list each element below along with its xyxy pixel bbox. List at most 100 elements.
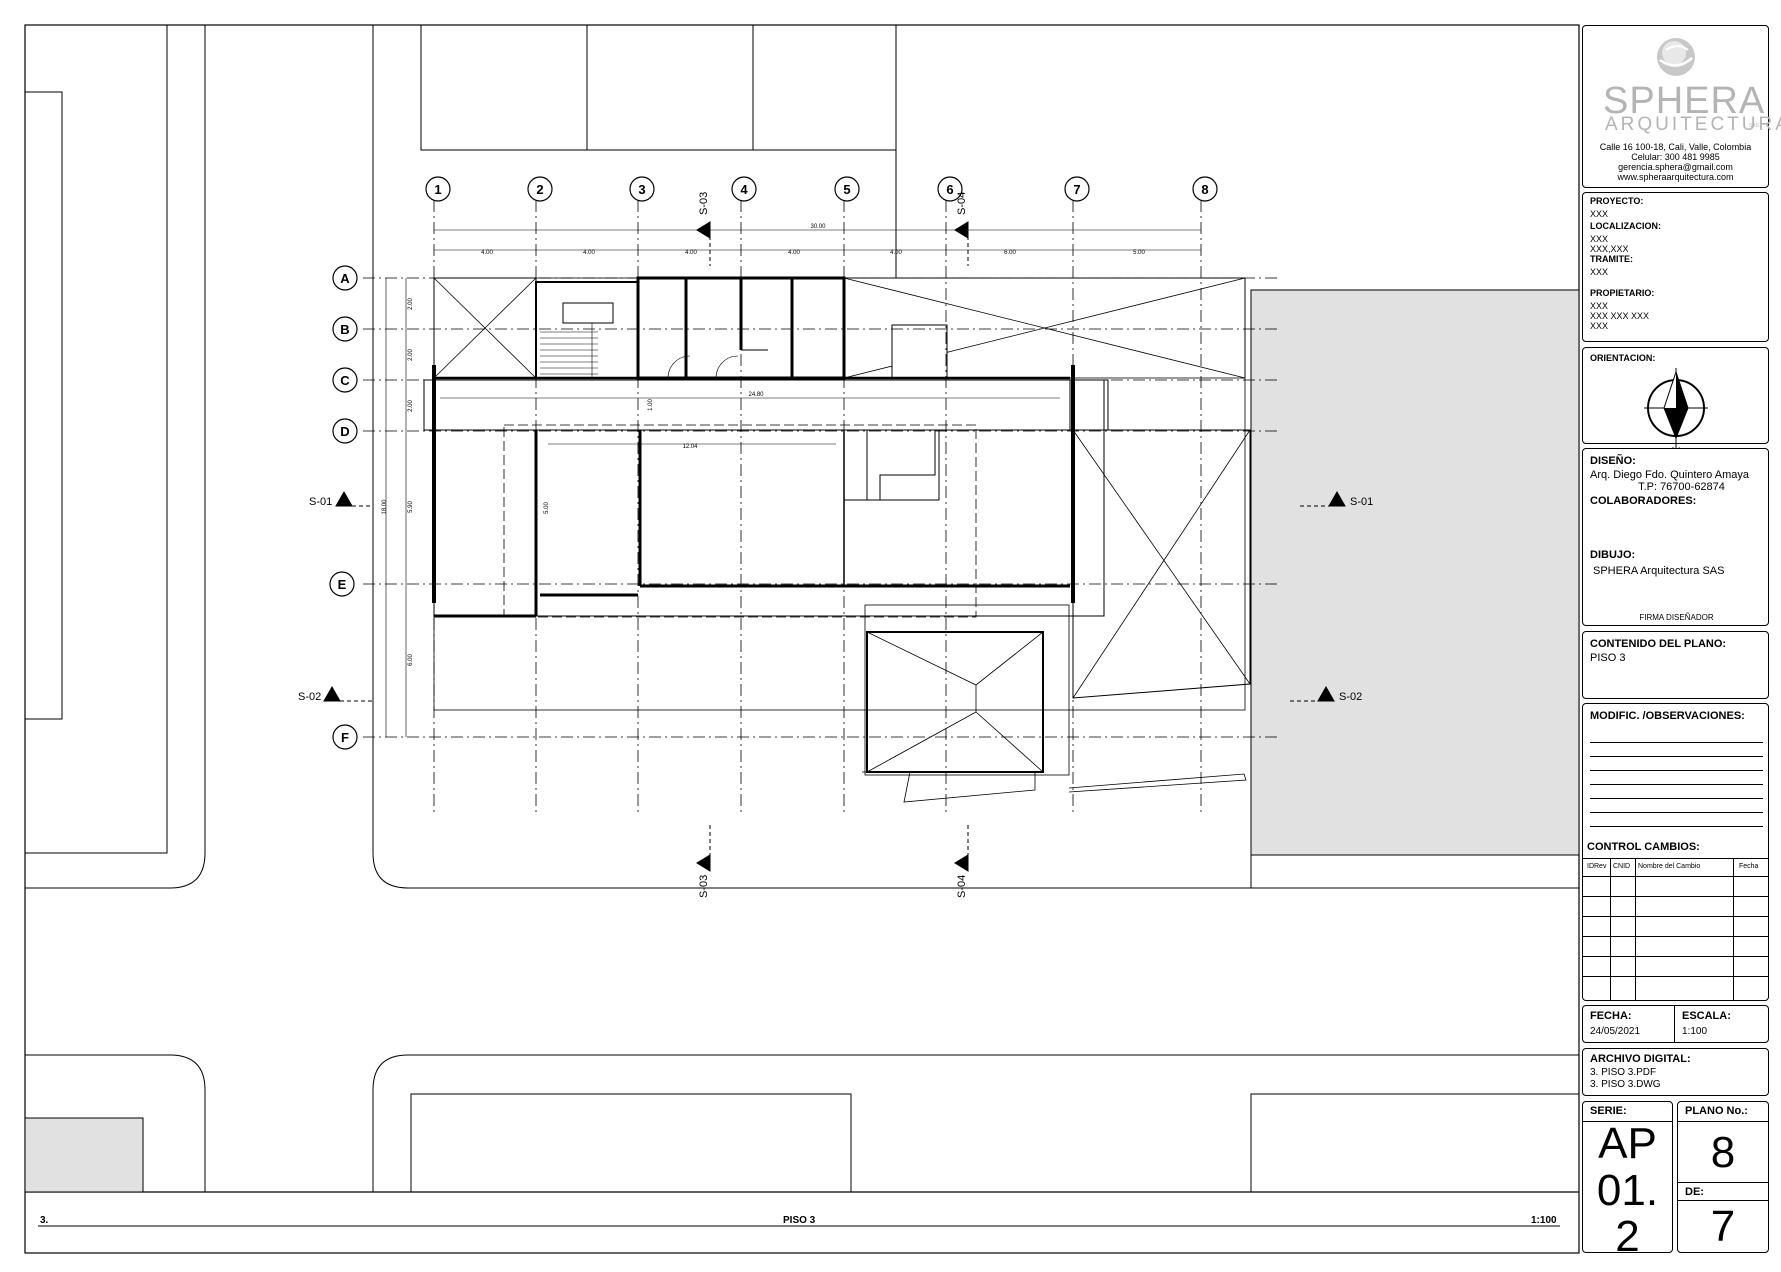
firm-phone: Celular: 300 481 9985 — [1631, 152, 1720, 162]
archivo-dwg: 3. PISO 3.DWG — [1590, 1079, 1661, 1090]
dim-inner-12: 12.04 — [682, 444, 698, 450]
adjacent-lot-left — [24, 1117, 144, 1193]
grid-row-d: D — [340, 424, 349, 439]
contenido-panel: CONTENIDO DEL PLANO: PISO 3 — [1582, 631, 1769, 699]
section-s02-left: S-02 — [298, 691, 321, 703]
adjacent-lot-right — [1250, 289, 1580, 856]
propietario-value-1: XXX — [1590, 301, 1609, 311]
dim-bay-3: 4.00 — [685, 250, 697, 256]
section-s04-top: S-04 — [956, 192, 968, 215]
dim-row-4: 5.90 — [408, 501, 414, 513]
serie-line-3: 2 — [1615, 1212, 1640, 1261]
grid-col-6: 6 — [946, 182, 953, 197]
grid-row-f: F — [341, 730, 349, 745]
contenido-label: CONTENIDO DEL PLANO: — [1590, 638, 1727, 650]
archivo-pdf: 3. PISO 3.PDF — [1590, 1067, 1657, 1078]
serie-panel: SERIE: AP 01. 2 — [1582, 1101, 1673, 1260]
control-cambios-label: CONTROL CAMBIOS: — [1587, 841, 1700, 853]
orientation-panel: ORIENTACION: N — [1582, 347, 1769, 459]
modific-panel: MODIFIC. /OBSERVACIONES: CONTROL CAMBIOS… — [1582, 703, 1769, 1001]
dim-inner-5: 5.00 — [544, 502, 550, 514]
design-panel: DISEÑO: Arq. Diego Fdo. Quintero Amaya T… — [1582, 448, 1769, 626]
escala-value: 1:100 — [1682, 1026, 1708, 1037]
dim-bay-5: 4.00 — [890, 250, 902, 256]
sphere-logo-icon — [1657, 38, 1695, 76]
dim-overall-width: 30.00 — [810, 224, 826, 230]
grid-bubbles — [329, 176, 1218, 750]
firm-sas: SAS — [1749, 123, 1760, 129]
diseno-label: DISEÑO: — [1590, 455, 1636, 467]
control-col-cnid: CNID — [1613, 863, 1631, 870]
drawing-number: 3. — [40, 1215, 49, 1226]
archivo-label: ARCHIVO DIGITAL: — [1590, 1053, 1691, 1065]
dim-row-1: 2.00 — [408, 298, 414, 310]
section-labels: S-01 S-01 S-02 S-02 S-03 S-04 S-03 S-04 — [298, 192, 1373, 898]
modific-label: MODIFIC. /OBSERVACIONES: — [1590, 710, 1745, 722]
dim-bay-1: 4.00 — [481, 250, 493, 256]
section-s03-bottom: S-03 — [698, 875, 710, 898]
dim-inner-24: 24.80 — [748, 392, 764, 398]
propietario-label: PROPIETARIO: — [1590, 288, 1655, 298]
serie-line-1: AP — [1598, 1119, 1657, 1168]
proyecto-label: PROYECTO: — [1590, 196, 1644, 206]
serie-label: SERIE: — [1590, 1105, 1627, 1117]
dimension-text: 30.00 4.00 4.00 4.00 4.00 4.00 6.00 5.00… — [382, 224, 1145, 666]
firm-subtitle: ARQUITECTURA — [1605, 114, 1781, 135]
grid-col-3: 3 — [638, 182, 645, 197]
localizacion-value-2: XXX,XXX — [1590, 244, 1629, 254]
orientation-label: ORIENTACION: — [1590, 353, 1656, 363]
firm-web: www.spheraarquitectura.com — [1617, 172, 1734, 182]
dimension-lines — [385, 229, 1201, 737]
plano-total: 7 — [1710, 1202, 1736, 1251]
control-col-nombre: Nombre del Cambio — [1638, 863, 1701, 870]
drawing-name: PISO 3 — [783, 1215, 816, 1226]
tramite-label: TRAMITE: — [1590, 254, 1633, 264]
plano-de-label: DE: — [1685, 1186, 1704, 1198]
drawing-title: 3. PISO 3 1:100 — [40, 1215, 1557, 1226]
grid-labels: 1 2 3 4 5 6 7 8 A B C D E F — [338, 182, 1209, 745]
north-arrow-icon — [1644, 368, 1708, 448]
control-col-idrev: IDRev — [1587, 863, 1607, 870]
propietario-value-3: XXX — [1590, 321, 1609, 331]
escala-label: ESCALA: — [1682, 1010, 1731, 1022]
dim-inner-1: 1.00 — [648, 399, 654, 411]
dim-row-5: 6.00 — [408, 654, 414, 666]
designer-tp: T.P: 76700-62874 — [1638, 481, 1725, 493]
grid-col-8: 8 — [1201, 182, 1208, 197]
propietario-value-2: XXX XXX XXX — [1590, 311, 1650, 321]
section-s01-left: S-01 — [309, 496, 332, 508]
localizacion-value-1: XXX — [1590, 234, 1609, 244]
fecha-value: 24/05/2021 — [1590, 1026, 1641, 1037]
grid-col-1: 1 — [434, 182, 441, 197]
plano-panel: PLANO No.: 8 DE: 7 — [1677, 1101, 1769, 1253]
building — [423, 276, 1251, 803]
dim-row-3: 2.00 — [408, 400, 414, 412]
dim-overall-height: 18.00 — [382, 499, 388, 515]
grid-col-7: 7 — [1073, 182, 1080, 197]
plano-number: 8 — [1710, 1128, 1736, 1177]
dim-row-2: 2.00 — [408, 349, 414, 361]
dim-bay-6: 6.00 — [1004, 250, 1016, 256]
firm-name: SPHERA — [1603, 80, 1766, 122]
firm-email: gerencia.sphera@gmail.com — [1618, 162, 1733, 172]
grid-lines — [363, 200, 1280, 815]
firma-label: FIRMA DISEÑADOR — [1639, 613, 1714, 622]
dim-bay-4: 4.00 — [788, 250, 800, 256]
project-panel: PROYECTO: XXX LOCALIZACION: XXX XXX,XXX … — [1582, 192, 1769, 342]
colaboradores-label: COLABORADORES: — [1590, 495, 1697, 507]
grid-row-c: C — [340, 373, 350, 388]
site-context — [24, 24, 1579, 1193]
grid-row-e: E — [338, 577, 347, 592]
contenido-value: PISO 3 — [1590, 652, 1626, 664]
section-s01-right: S-01 — [1350, 496, 1373, 508]
serie-line-2: 01. — [1596, 1166, 1659, 1215]
archivo-panel: ARCHIVO DIGITAL: 3. PISO 3.PDF 3. PISO 3… — [1582, 1048, 1769, 1096]
localizacion-label: LOCALIZACION: — [1590, 221, 1661, 231]
grid-col-4: 4 — [740, 182, 748, 197]
section-s04-bottom: S-04 — [956, 875, 968, 898]
section-s03-top: S-03 — [698, 192, 710, 215]
section-s02-right: S-02 — [1339, 691, 1362, 703]
designer-name: Arq. Diego Fdo. Quintero Amaya — [1590, 469, 1749, 481]
